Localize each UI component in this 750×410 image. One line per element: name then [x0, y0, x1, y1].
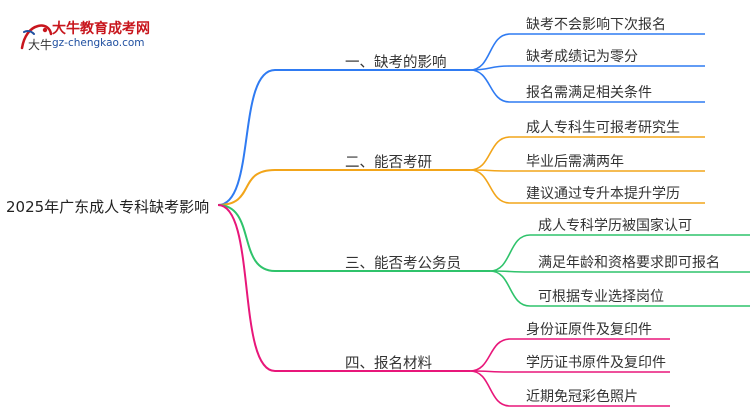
leaf-connector — [489, 234, 750, 272]
branch-connector — [217, 169, 470, 206]
leaf-topic: 缺考成绩记为零分 — [526, 49, 638, 65]
leaf-connector — [469, 370, 670, 407]
branch-connector — [217, 204, 470, 372]
branch-topic: 三、能否考公务员 — [345, 256, 461, 272]
leaf-connector — [469, 338, 670, 372]
leaf-connector — [469, 169, 705, 172]
leaf-connector — [469, 65, 705, 71]
branch-connector — [217, 204, 490, 272]
leaf-topic: 成人专科学历被国家认可 — [538, 218, 692, 234]
leaf-connector — [489, 270, 750, 307]
leaf-topic: 可根据专业选择岗位 — [538, 289, 664, 305]
branch-topic: 二、能否考研 — [345, 155, 432, 171]
logo: 大牛 大牛教育成考网 gz-chengkao.com — [8, 8, 178, 52]
leaf-connector — [469, 169, 705, 204]
leaf-topic: 学历证书原件及复印件 — [526, 355, 666, 371]
branch-connector — [217, 69, 470, 206]
leaf-topic: 建议通过专升本提升学历 — [526, 186, 680, 202]
leaf-topic: 成人专科生可报考研究生 — [526, 120, 680, 136]
leaf-topic: 毕业后需满两年 — [526, 154, 624, 170]
branch-topic: 一、缺考的影响 — [345, 55, 447, 71]
leaf-topic: 近期免冠彩色照片 — [526, 389, 638, 405]
leaf-connector — [469, 370, 670, 373]
leaf-connector — [469, 69, 705, 103]
root-topic: 2025年广东成人专科缺考影响 — [6, 198, 210, 216]
leaf-connector — [489, 270, 750, 273]
leaf-topic: 缺考不会影响下次报名 — [526, 17, 666, 33]
leaf-connector — [469, 136, 705, 171]
leaf-topic: 满足年龄和资格要求即可报名 — [538, 255, 720, 271]
logo-title: 大牛教育成考网 — [52, 21, 150, 37]
svg-text:大牛: 大牛 — [28, 37, 52, 52]
logo-url: gz-chengkao.com — [52, 37, 145, 49]
branch-topic: 四、报名材料 — [345, 356, 432, 372]
leaf-topic: 身份证原件及复印件 — [526, 322, 652, 338]
leaf-topic: 报名需满足相关条件 — [526, 85, 652, 101]
leaf-connector — [469, 33, 705, 71]
bull-logo-icon: 大牛 — [20, 24, 53, 52]
